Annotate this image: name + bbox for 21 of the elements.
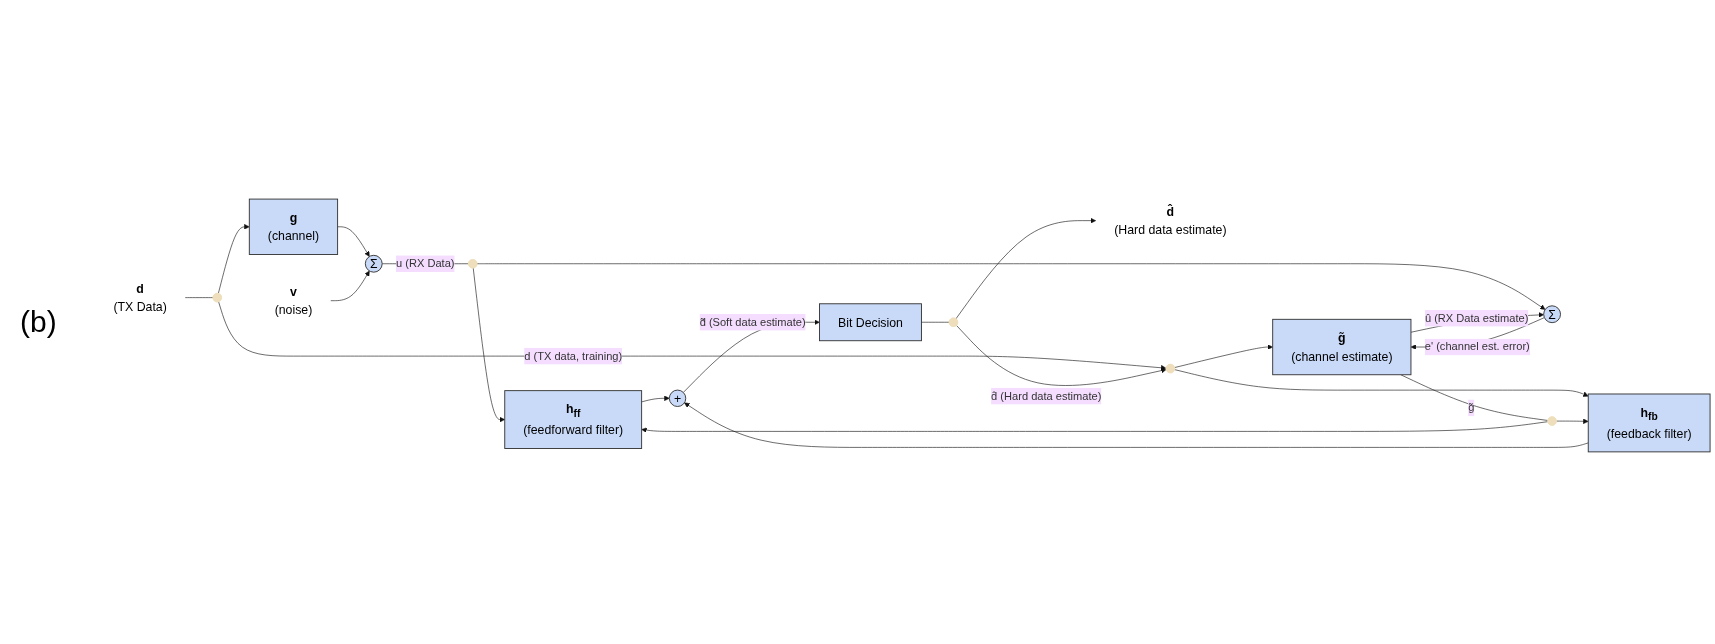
node-circle: Σ [1543,304,1561,323]
connector [1400,374,1549,421]
node-box: h$_{fb}$ (feedback filter) [1587,393,1711,452]
panel-label: (b) [20,305,58,339]
edge-label: û (RX Data estimate) [1424,311,1529,324]
node-circle: + [668,389,687,407]
node-box: h$_{ff}$ (feedforward filter) [504,389,643,449]
edge-label: u (RX Data) [396,256,455,270]
node-text: d (TX Data) [113,281,167,314]
node-circle: Σ [364,254,383,273]
edge-label: e' (channel est. error) [1424,340,1530,353]
edge-label: d̂ (Hard data estimate) [991,389,1102,402]
edge-label: d̃ (Soft data estimate) [699,315,806,328]
node-text: v (noise) [274,284,313,317]
connector [921,321,950,323]
node-box: g̃ (channel estimate) [1272,318,1412,375]
node-box: Bit Decision [819,302,922,341]
node-box: g (channel) [248,198,339,255]
edge-label: d (TX data, training) [524,349,623,362]
edge-label: g̃ [1468,401,1475,414]
node-text: d̂ (Hard data estimate) [1114,204,1227,237]
